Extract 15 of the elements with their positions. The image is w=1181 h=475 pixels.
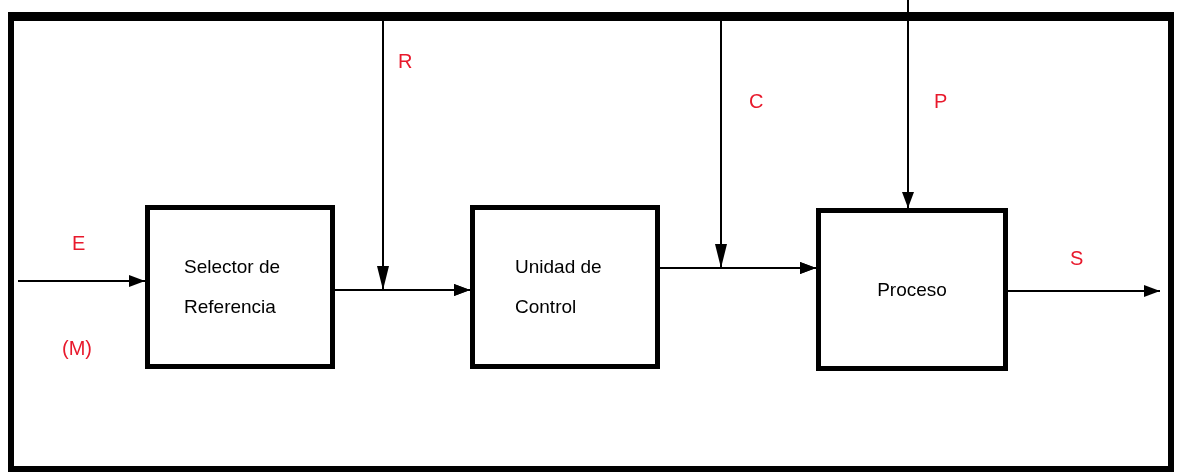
arrow	[17, 275, 146, 287]
signal-label: R	[398, 49, 413, 74]
arrow	[1007, 285, 1161, 297]
box-label: Unidad de Control	[515, 255, 603, 319]
box-label: Selector de Referencia	[184, 255, 282, 319]
signal-label: S	[1070, 246, 1084, 271]
signal-label: P	[934, 89, 948, 114]
signal-label: (M)	[62, 336, 92, 361]
arrow	[902, 0, 914, 209]
process-box	[816, 208, 1008, 371]
signal-label: C	[749, 89, 764, 114]
box-label: Proceso	[877, 277, 947, 302]
process-box	[470, 205, 660, 369]
signal-label: E	[72, 231, 86, 256]
process-box	[145, 205, 335, 369]
